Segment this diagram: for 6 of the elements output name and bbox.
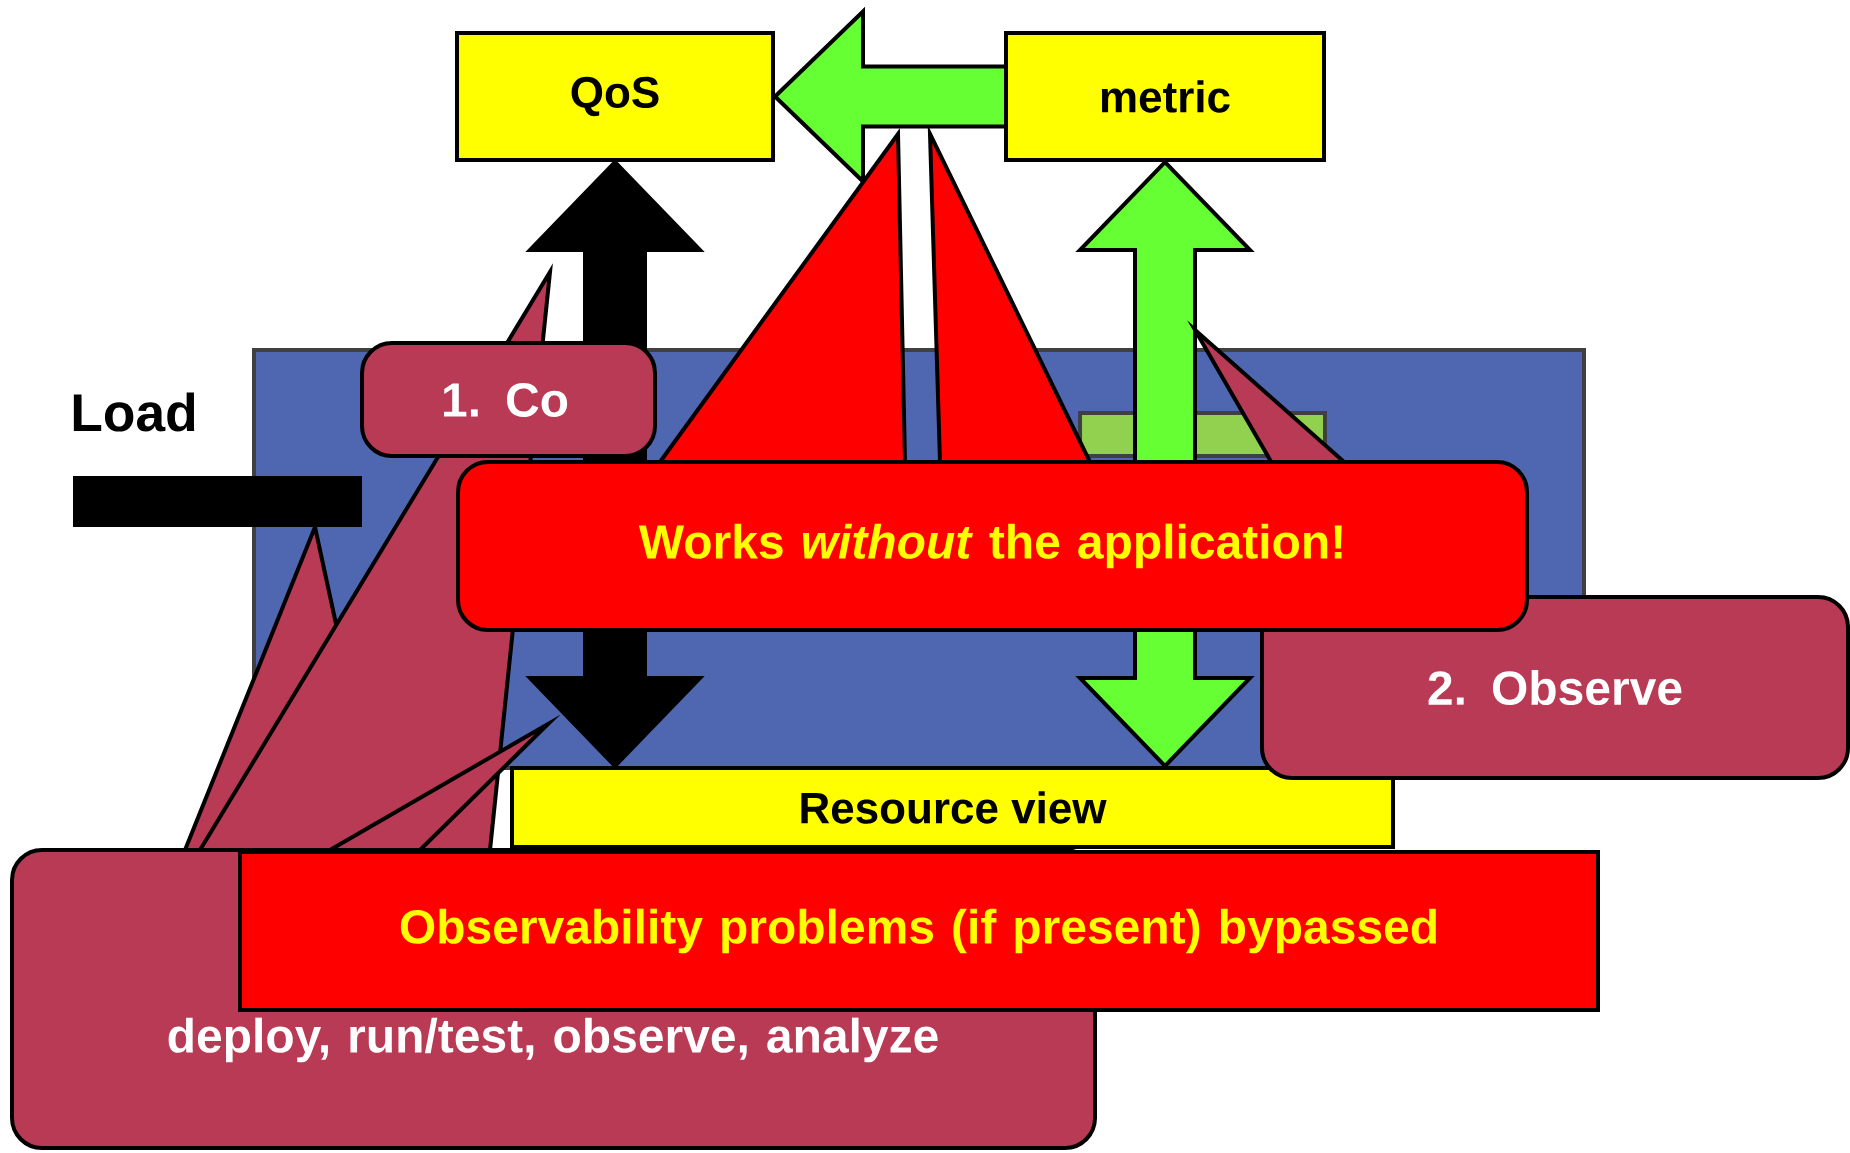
callout: 1. Co [360,341,657,458]
label-box: QoS [455,31,775,162]
label-box: metric [1004,31,1326,162]
load-label: Load [73,392,195,432]
label-box: Resource view [510,766,1395,849]
note-box: Observability problems (if present) bypassed [238,850,1600,1012]
